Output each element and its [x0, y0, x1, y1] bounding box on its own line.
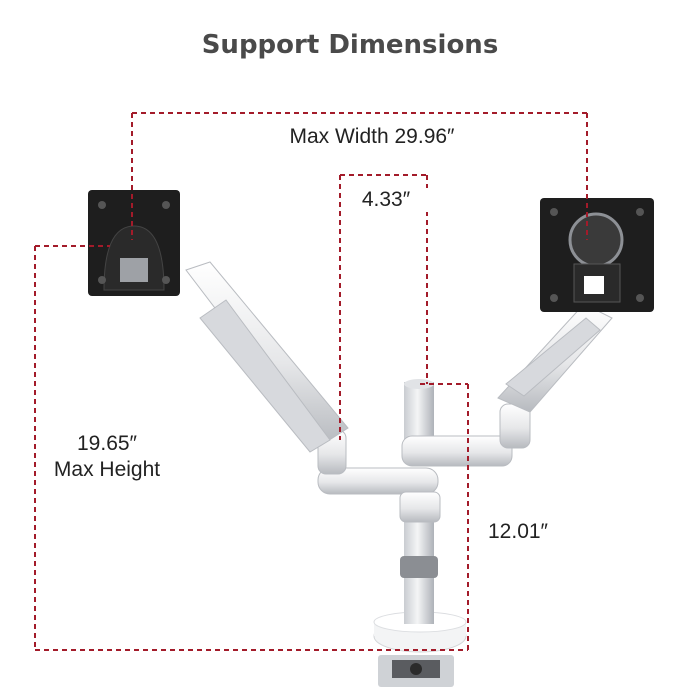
max-height-label: Max Height — [40, 458, 174, 482]
right-vesa-plate — [540, 198, 654, 312]
plate-gap-label: 4.33″ — [344, 188, 428, 212]
dimension-lines — [34, 112, 588, 651]
lower-arms — [317, 403, 531, 523]
desk-clamp — [378, 655, 454, 687]
page-title: Support Dimensions — [201, 30, 499, 60]
right-gas-arm — [497, 303, 613, 413]
pole-height-label: 12.01″ — [476, 520, 560, 544]
max-width-label: Max Width 29.96″ — [270, 125, 474, 149]
max-height-value: 19.65″ — [40, 432, 174, 456]
left-gas-arm — [185, 261, 349, 453]
left-vesa-plate — [88, 190, 180, 296]
